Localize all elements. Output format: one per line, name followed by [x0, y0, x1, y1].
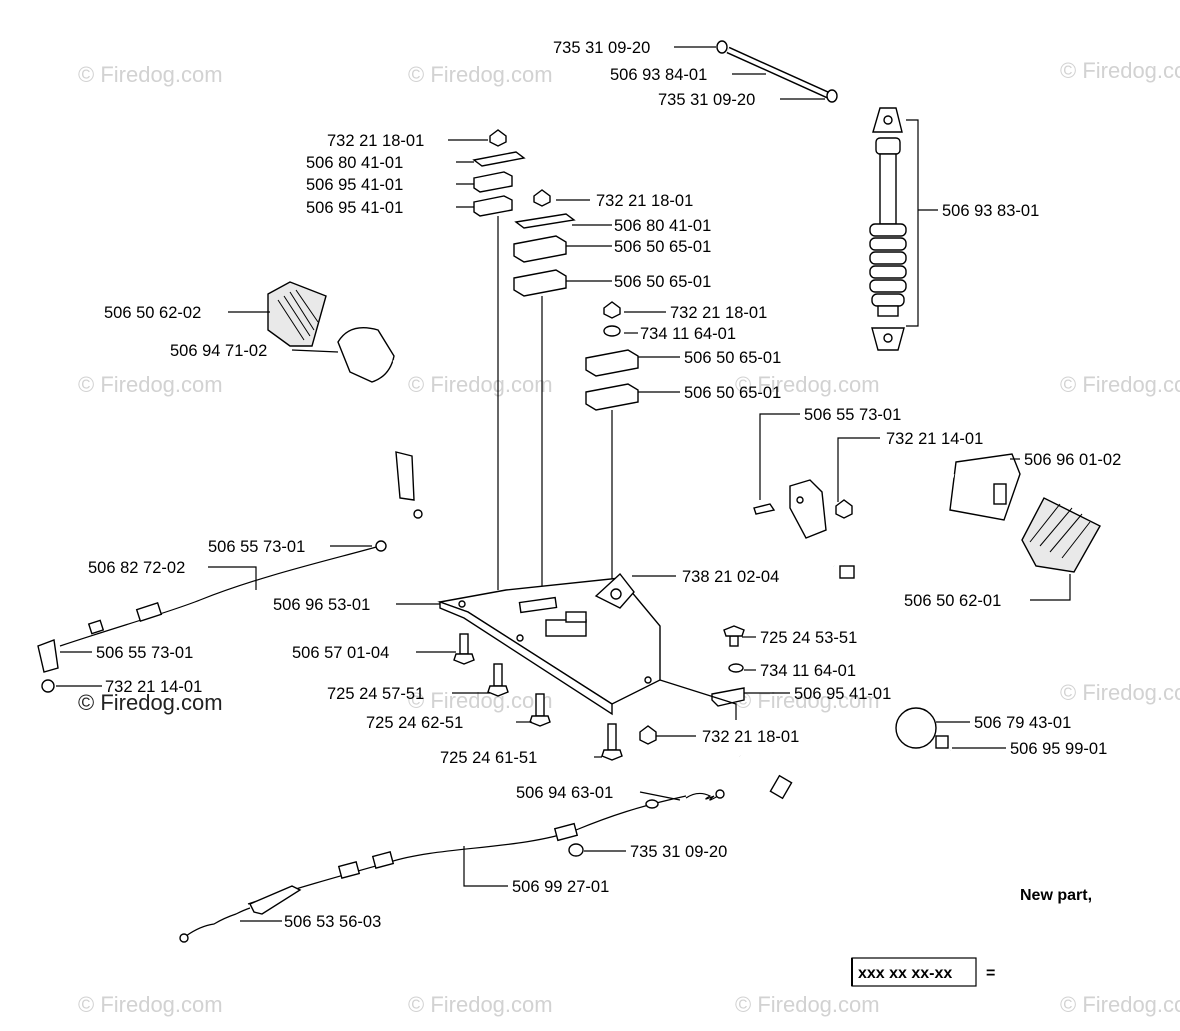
mounting-plate	[437, 572, 661, 716]
label-spring-top: 506 94 63-01	[516, 784, 613, 802]
label-block-small: 506 95 41-01	[794, 685, 891, 703]
label-pedal-pad-left: 506 50 62-02	[104, 304, 201, 322]
label-bolt-1: 725 24 57-51	[327, 685, 424, 703]
middle-stack	[513, 189, 576, 590]
label-bracket: 738 21 02-04	[682, 568, 779, 586]
label-cable-end-top: 506 55 73-01	[208, 538, 305, 556]
label-knob: 506 79 43-01	[974, 714, 1071, 732]
label-bolt-3: 725 24 61-51	[440, 749, 537, 767]
label-shaft-clip-bottom: 735 31 09-20	[658, 91, 755, 109]
label-clip-cable: 735 31 09-20	[630, 843, 727, 861]
label-nut-cable-lower: 732 21 14-01	[105, 678, 202, 696]
legend-new-part: New part,	[1020, 887, 1092, 904]
cable-top	[37, 540, 387, 693]
watermark: © Firedog.com	[735, 992, 880, 1017]
watermark: © Firedog.com	[1060, 992, 1180, 1017]
watermark: © Firedog.com	[408, 688, 553, 713]
watermark: © Firedog.com	[78, 372, 223, 397]
shock-absorber	[869, 107, 907, 351]
watermark: © Firedog.com	[408, 372, 553, 397]
label-washer-block: 734 11 64-01	[760, 662, 856, 680]
label-nut-plate: 732 21 18-01	[702, 728, 799, 746]
label-block-mid-1: 506 50 65-01	[614, 238, 711, 256]
label-bolt-block: 725 24 53-51	[760, 629, 857, 647]
legend-equals: =	[986, 965, 995, 982]
watermark: © Firedog.com	[78, 992, 223, 1017]
label-cable-bottom: 506 99 27-01	[512, 878, 609, 896]
label-nut-mid: 732 21 18-01	[596, 192, 693, 210]
label-pedal-arm-left: 506 94 71-02	[170, 342, 267, 360]
watermark: © Firedog.com	[408, 992, 553, 1017]
label-bolt-pedal-right: 506 55 73-01	[804, 406, 901, 424]
label-plate-mid: 506 80 41-01	[614, 217, 711, 235]
left-pedal	[267, 281, 423, 519]
watermark: © Firedog.com	[1060, 58, 1180, 83]
watermark: © Firedog.com	[1060, 372, 1180, 397]
plate-bolts	[453, 633, 657, 761]
label-block-right-1: 506 50 65-01	[684, 349, 781, 367]
label-shaft-clip-top: 735 31 09-20	[553, 39, 650, 57]
small-block-group	[659, 625, 745, 720]
label-washer-right: 734 11 64-01	[640, 325, 736, 343]
label-block-left-1: 506 95 41-01	[306, 176, 403, 194]
lever-knob	[739, 707, 952, 841]
watermark: © Firedog.com	[408, 62, 553, 87]
label-nut-left: 732 21 18-01	[327, 132, 424, 150]
watermark: © Firedog.com	[735, 372, 880, 397]
label-cable-end-lower: 506 55 73-01	[96, 644, 193, 662]
label-nut-pedal-right: 732 21 14-01	[886, 430, 983, 448]
label-shock-absorber: 506 93 83-01	[942, 202, 1039, 220]
watermark-group: © Firedog.com © Firedog.com © Firedog.co…	[78, 58, 1180, 1017]
label-block-left-2: 506 95 41-01	[306, 199, 403, 217]
label-shaft: 506 93 84-01	[610, 66, 707, 84]
label-cable-top: 506 82 72-02	[88, 559, 185, 577]
label-mount-plate: 506 96 53-01	[273, 596, 370, 614]
shaft-assembly	[716, 40, 838, 103]
watermark: © Firedog.com	[78, 62, 223, 87]
bottom-cable	[179, 789, 725, 943]
legend-part-format: xxx xx xx-xx	[858, 965, 952, 982]
label-spring-bottom: 506 53 56-03	[284, 913, 381, 931]
watermark: © Firedog.com	[735, 688, 880, 713]
label-bolt-2: 725 24 62-51	[366, 714, 463, 732]
right-pedal	[753, 453, 1101, 591]
label-screw-plate: 506 57 01-04	[292, 644, 389, 662]
label-block-mid-2: 506 50 65-01	[614, 273, 711, 291]
watermark: © Firedog.com	[1060, 680, 1180, 705]
label-pedal-arm-right: 506 96 01-02	[1024, 451, 1121, 469]
label-nut-right: 732 21 18-01	[670, 304, 767, 322]
label-lever: 506 95 99-01	[1010, 740, 1107, 758]
left-stack	[472, 129, 526, 590]
watermark: © Firedog.com	[78, 690, 223, 715]
label-pedal-pad-right: 506 50 62-01	[904, 592, 1001, 610]
legend: New part, xxx xx xx-xx =	[851, 887, 1092, 987]
label-plate-left: 506 80 41-01	[306, 154, 403, 172]
label-block-right-2: 506 50 65-01	[684, 384, 781, 402]
